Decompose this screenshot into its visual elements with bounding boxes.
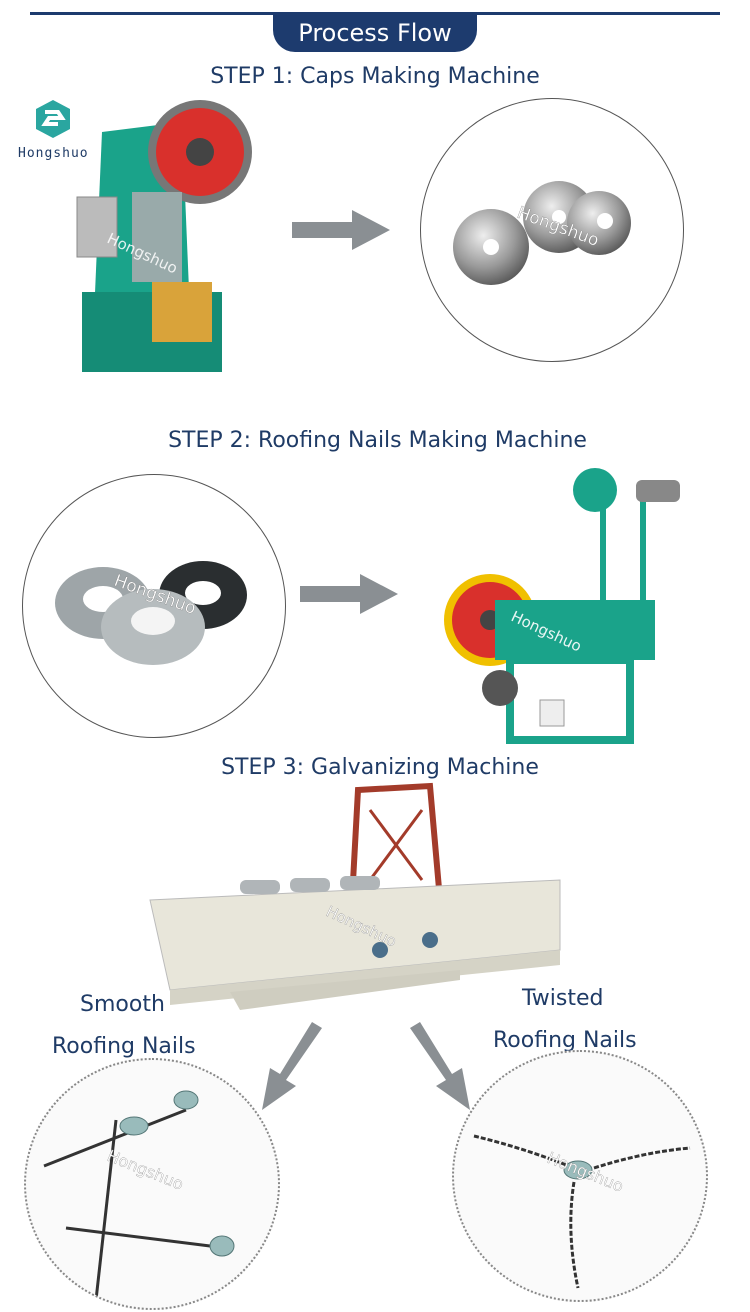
step-3-title: STEP 3: Galvanizing Machine bbox=[221, 755, 539, 780]
caps-product-circle: Hongshuo bbox=[420, 98, 684, 362]
right-arrow-icon bbox=[292, 210, 390, 250]
smooth-label-line1: Smooth bbox=[80, 992, 165, 1017]
roofing-nails-machine-image: Hongshuo bbox=[444, 468, 680, 744]
twisted-label-line1: Twisted bbox=[522, 986, 604, 1011]
galvanizing-machine-image: Hongshuo bbox=[149, 782, 561, 1010]
wire-coils-circle: Hongshuo bbox=[22, 474, 286, 738]
twisted-label-line2: Roofing Nails bbox=[493, 1028, 637, 1053]
brand-logo: Hongshuo bbox=[18, 98, 89, 161]
caps-making-machine-image: Hongshuo bbox=[76, 100, 252, 372]
down-left-arrow-icon bbox=[262, 1022, 322, 1110]
twisted-nails-circle: Hongshuo bbox=[452, 1050, 708, 1302]
logo-text: Hongshuo bbox=[18, 146, 89, 161]
metal-caps-image: Hongshuo bbox=[453, 181, 631, 285]
step-1-title: STEP 1: Caps Making Machine bbox=[210, 64, 540, 89]
header-rule bbox=[30, 12, 720, 15]
watermark: Hongshuo bbox=[545, 1148, 627, 1196]
watermark: Hongshuo bbox=[105, 1146, 187, 1194]
step-2-title: STEP 2: Roofing Nails Making Machine bbox=[168, 428, 587, 453]
wire-coils-image: Hongshuo bbox=[55, 561, 247, 665]
smooth-nails-circle: Hongshuo bbox=[24, 1058, 280, 1310]
page-title: Process Flow bbox=[273, 14, 477, 52]
hexagon-logo-icon bbox=[36, 100, 70, 138]
down-right-arrow-icon bbox=[410, 1022, 470, 1110]
smooth-label-line2: Roofing Nails bbox=[52, 1034, 196, 1059]
right-arrow-icon bbox=[300, 574, 398, 614]
twisted-roofing-nails-image: Hongshuo bbox=[473, 1134, 691, 1289]
smooth-roofing-nails-image: Hongshuo bbox=[43, 1090, 235, 1301]
